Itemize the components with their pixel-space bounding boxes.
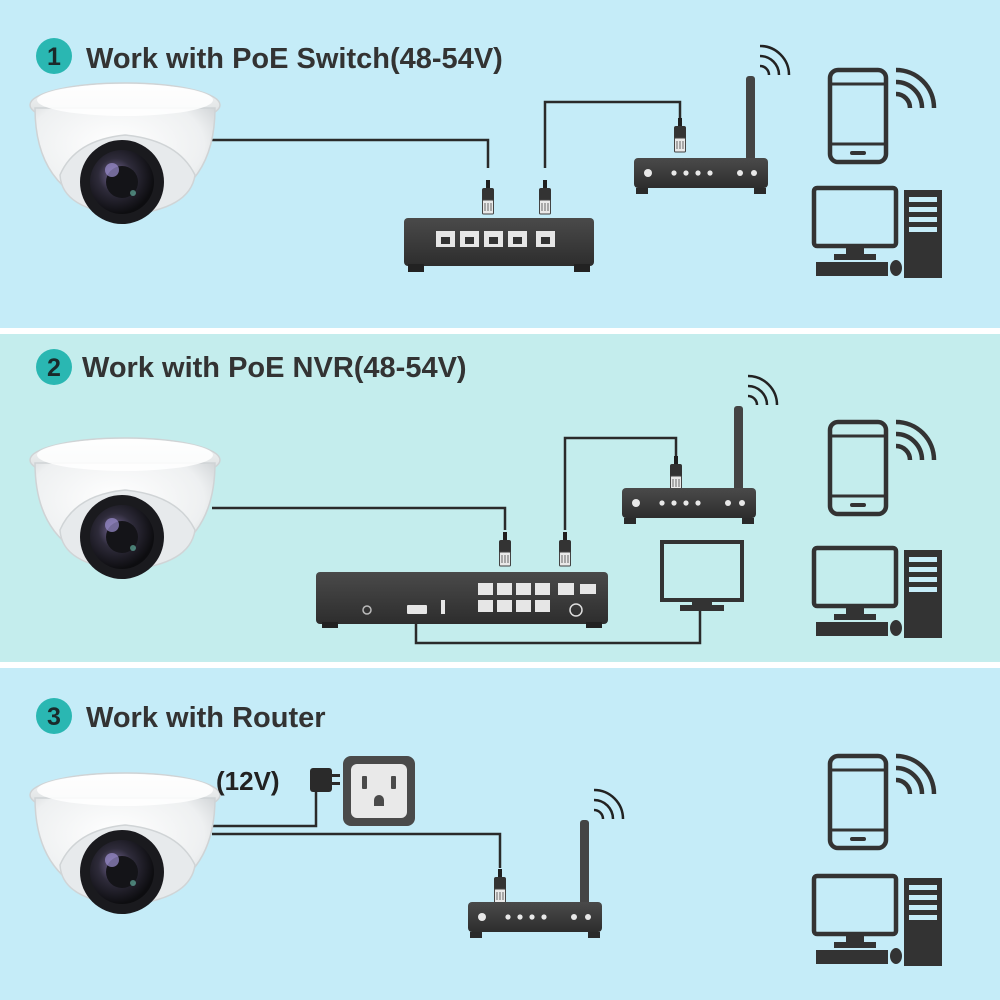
- monitor-icon: [660, 540, 744, 611]
- ethernet-cable: [212, 832, 502, 868]
- section-poe-nvr: 2 Work with PoE NVR(48-54V): [29, 349, 942, 645]
- section-title-1: Work with PoE Switch(48-54V): [86, 43, 503, 75]
- panel-divider: [0, 328, 1000, 334]
- poe-nvr-icon: [316, 572, 608, 628]
- step-number-1: 1: [47, 43, 61, 71]
- step-badge-2: [36, 349, 72, 385]
- ethernet-cable: [212, 506, 507, 530]
- wall-outlet-icon: [343, 756, 415, 826]
- power-cable: [212, 792, 318, 828]
- section-router: 3 Work with Router (12V): [29, 698, 942, 966]
- hdmi-cable: [414, 610, 702, 645]
- step-number-3: 3: [47, 703, 61, 731]
- power-adapter-icon: [310, 768, 340, 792]
- step-number-2: 2: [47, 354, 61, 382]
- panel-divider: [0, 662, 1000, 668]
- section-title-2: Work with PoE NVR(48-54V): [82, 352, 467, 384]
- poe-switch-icon: [404, 218, 594, 272]
- step-badge-3: [36, 698, 72, 734]
- section-poe-switch: 1 Work with PoE Switch(48-54V): [29, 38, 942, 278]
- power-voltage-label: (12V): [216, 766, 280, 796]
- ethernet-cable: [212, 138, 490, 168]
- ethernet-cable: [563, 436, 678, 530]
- section-title-3: Work with Router: [86, 702, 326, 734]
- step-badge-1: [36, 38, 72, 74]
- ethernet-cable: [543, 100, 682, 168]
